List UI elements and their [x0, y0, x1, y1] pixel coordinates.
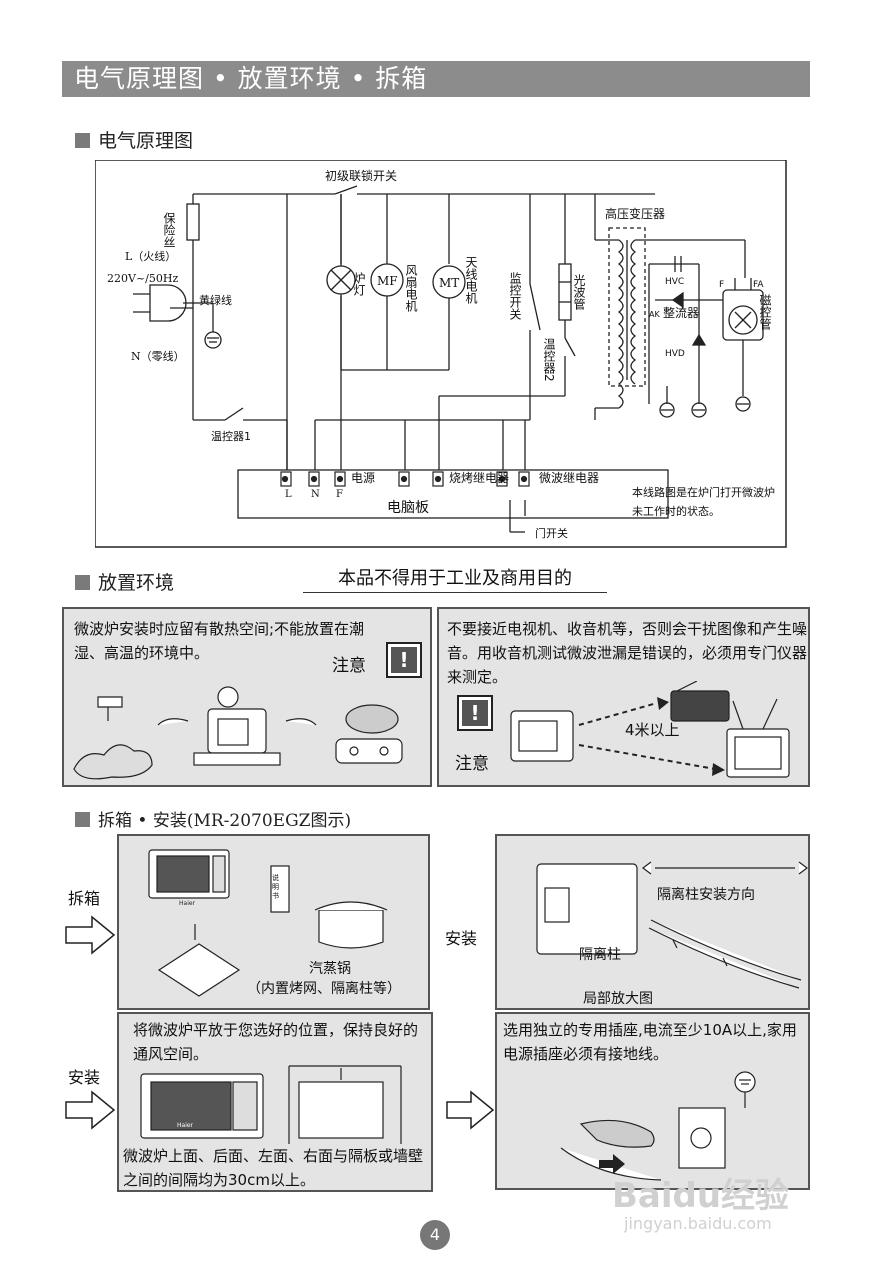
label-voltage: 220V~/50Hz — [107, 272, 178, 285]
label-quartz-tube: 光波管 — [572, 274, 586, 311]
bullet-square-icon — [75, 133, 90, 148]
placement-left-panel: 微波炉安装时应留有散热空间;不能放置在潮湿、高温的环境中。 注意 ! — [62, 607, 432, 787]
steamer-note: （内置烤网、隔离柱等） — [247, 981, 401, 997]
spacer-panel: 隔离柱安装方向 隔离柱 局部放大图 — [495, 834, 810, 1010]
spacer-direction-label: 隔离柱安装方向 — [657, 887, 755, 903]
warning-icon: ! — [457, 695, 493, 731]
unpack-panel: Haier 说明书 汽蒸锅 （内置烤网、隔离柱等） — [117, 834, 430, 1010]
label-grill-relay: 烧烤继电器 — [449, 470, 509, 485]
socket-panel: 选用独立的专用插座,电流至少10A以上,家用电源插座必须有接地线。 — [495, 1012, 810, 1190]
watermark-logo: Baidu经验 — [612, 1176, 790, 1216]
circuit-diagram: 初级联锁开关 保险丝 L（火线） 220V~/50Hz 黄绿线 N（零线） 温控… — [95, 160, 787, 548]
spacer-label: 隔离柱 — [579, 947, 621, 963]
bullet-square-icon — [75, 812, 90, 827]
page-title: 电气原理图 • 放置环境 • 拆箱 — [62, 61, 810, 97]
install-gap-panel: 将微波炉平放于您选好的位置，保持良好的通风空间。 Haier 微波炉上面、后面、… — [117, 1012, 433, 1192]
gap-text: 微波炉上面、后面、左面、右面与隔板或墙壁之间的间隔均为30cm以上。 — [123, 1147, 424, 1189]
label-f: F — [719, 280, 724, 290]
arrow-right-icon — [65, 1090, 116, 1130]
schematic-heading-text: 电气原理图 — [98, 130, 194, 152]
place-text: 将微波炉平放于您选好的位置，保持良好的通风空间。 — [133, 1021, 419, 1063]
install-label: 安装 — [445, 929, 478, 948]
bullet-square-icon — [75, 575, 90, 590]
placement-heading-text: 放置环境 — [98, 572, 175, 594]
notice-label-left: 注意 — [332, 656, 366, 676]
interference-illustration — [510, 681, 790, 778]
socket-text: 选用独立的专用插座,电流至少10A以上,家用电源插座必须有接地线。 — [503, 1021, 797, 1063]
warning-icon: ! — [386, 642, 422, 678]
gap-illustration — [140, 1065, 402, 1144]
schematic-heading: 电气原理图 — [75, 126, 193, 153]
label-term-f: F — [336, 489, 343, 500]
unpacking-heading-text: 拆箱 • 安装(MR-2070EGZ图示) — [98, 811, 352, 831]
label-fa: FA — [753, 280, 764, 290]
manual-label: 说明书 — [272, 874, 279, 900]
distance-label: 4米以上 — [625, 721, 680, 739]
placement-right-text: 不要接近电视机、收音机等，否则会干扰图像和产生噪音。用收音机测试微波泄漏是错误的… — [447, 620, 808, 686]
label-mf: MF — [377, 274, 398, 288]
label-neutral: N（零线） — [131, 349, 185, 363]
watermark-url: jingyan.baidu.com — [624, 1214, 772, 1233]
label-mt: MT — [439, 276, 459, 290]
label-hv-transformer: 高压变压器 — [605, 206, 665, 221]
label-fuse: 保险丝 — [162, 212, 176, 248]
label-term-l: L — [285, 489, 292, 500]
notice-label-right: 注意 — [455, 754, 489, 774]
install-label-2: 安装 — [68, 1068, 101, 1087]
label-rectifier: 整流器 — [663, 305, 699, 320]
unpack-illustration — [148, 849, 388, 997]
exclamation-mark: ! — [462, 700, 488, 726]
steamer-label: 汽蒸锅 — [309, 961, 351, 977]
label-control-board: 电脑板 — [387, 500, 429, 516]
schematic-note: 本线路图是在炉门打开微波炉未工作时的状态。 — [632, 486, 775, 518]
label-power: 电源 — [351, 471, 375, 485]
unpacking-heading: 拆箱 • 安装(MR-2070EGZ图示) — [75, 806, 351, 831]
label-live: L（火线） — [125, 249, 176, 263]
unpack-label: 拆箱 — [68, 889, 101, 908]
socket-illustration — [560, 1071, 756, 1181]
label-term-n: N — [311, 489, 320, 500]
label-door-switch: 门开关 — [535, 526, 568, 540]
arrow-right-icon — [65, 915, 116, 955]
label-fan-motor: 风扇电机 — [404, 264, 418, 312]
label-lamp: 炉灯 — [352, 272, 366, 297]
commercial-use-warning: 本品不得用于工业及商用目的 — [303, 564, 607, 593]
label-hvc: HVC — [665, 277, 684, 287]
brand-label: Haier — [179, 900, 196, 907]
placement-right-panel: 不要接近电视机、收音机等，否则会干扰图像和产生噪音。用收音机测试微波泄漏是错误的… — [437, 607, 810, 787]
detail-view-label: 局部放大图 — [583, 991, 653, 1007]
label-earth-wire: 黄绿线 — [199, 293, 232, 307]
label-thermostat1: 温控器1 — [211, 429, 251, 443]
label-monitor-switch: 监控开关 — [508, 272, 522, 320]
arrow-right-icon — [446, 1090, 495, 1130]
spacer-illustration — [536, 861, 808, 989]
page-number: 4 — [420, 1220, 450, 1250]
label-primary-switch: 初级联锁开关 — [325, 168, 397, 183]
brand-label-2: Haier — [177, 1122, 194, 1129]
label-antenna-motor: 天线电机 — [464, 256, 478, 304]
label-thermostat2: 温控器2 — [542, 338, 556, 382]
placement-illustrations — [73, 686, 403, 780]
exclamation-mark: ! — [391, 647, 417, 673]
label-microwave-relay: 微波继电器 — [539, 471, 599, 485]
label-hvd: HVD — [665, 349, 685, 359]
label-magnetron: 磁控管 — [758, 293, 772, 331]
label-ak: AK — [649, 310, 660, 319]
placement-left-text: 微波炉安装时应留有散热空间;不能放置在潮湿、高温的环境中。 — [74, 620, 365, 662]
placement-heading: 放置环境 — [75, 568, 174, 595]
